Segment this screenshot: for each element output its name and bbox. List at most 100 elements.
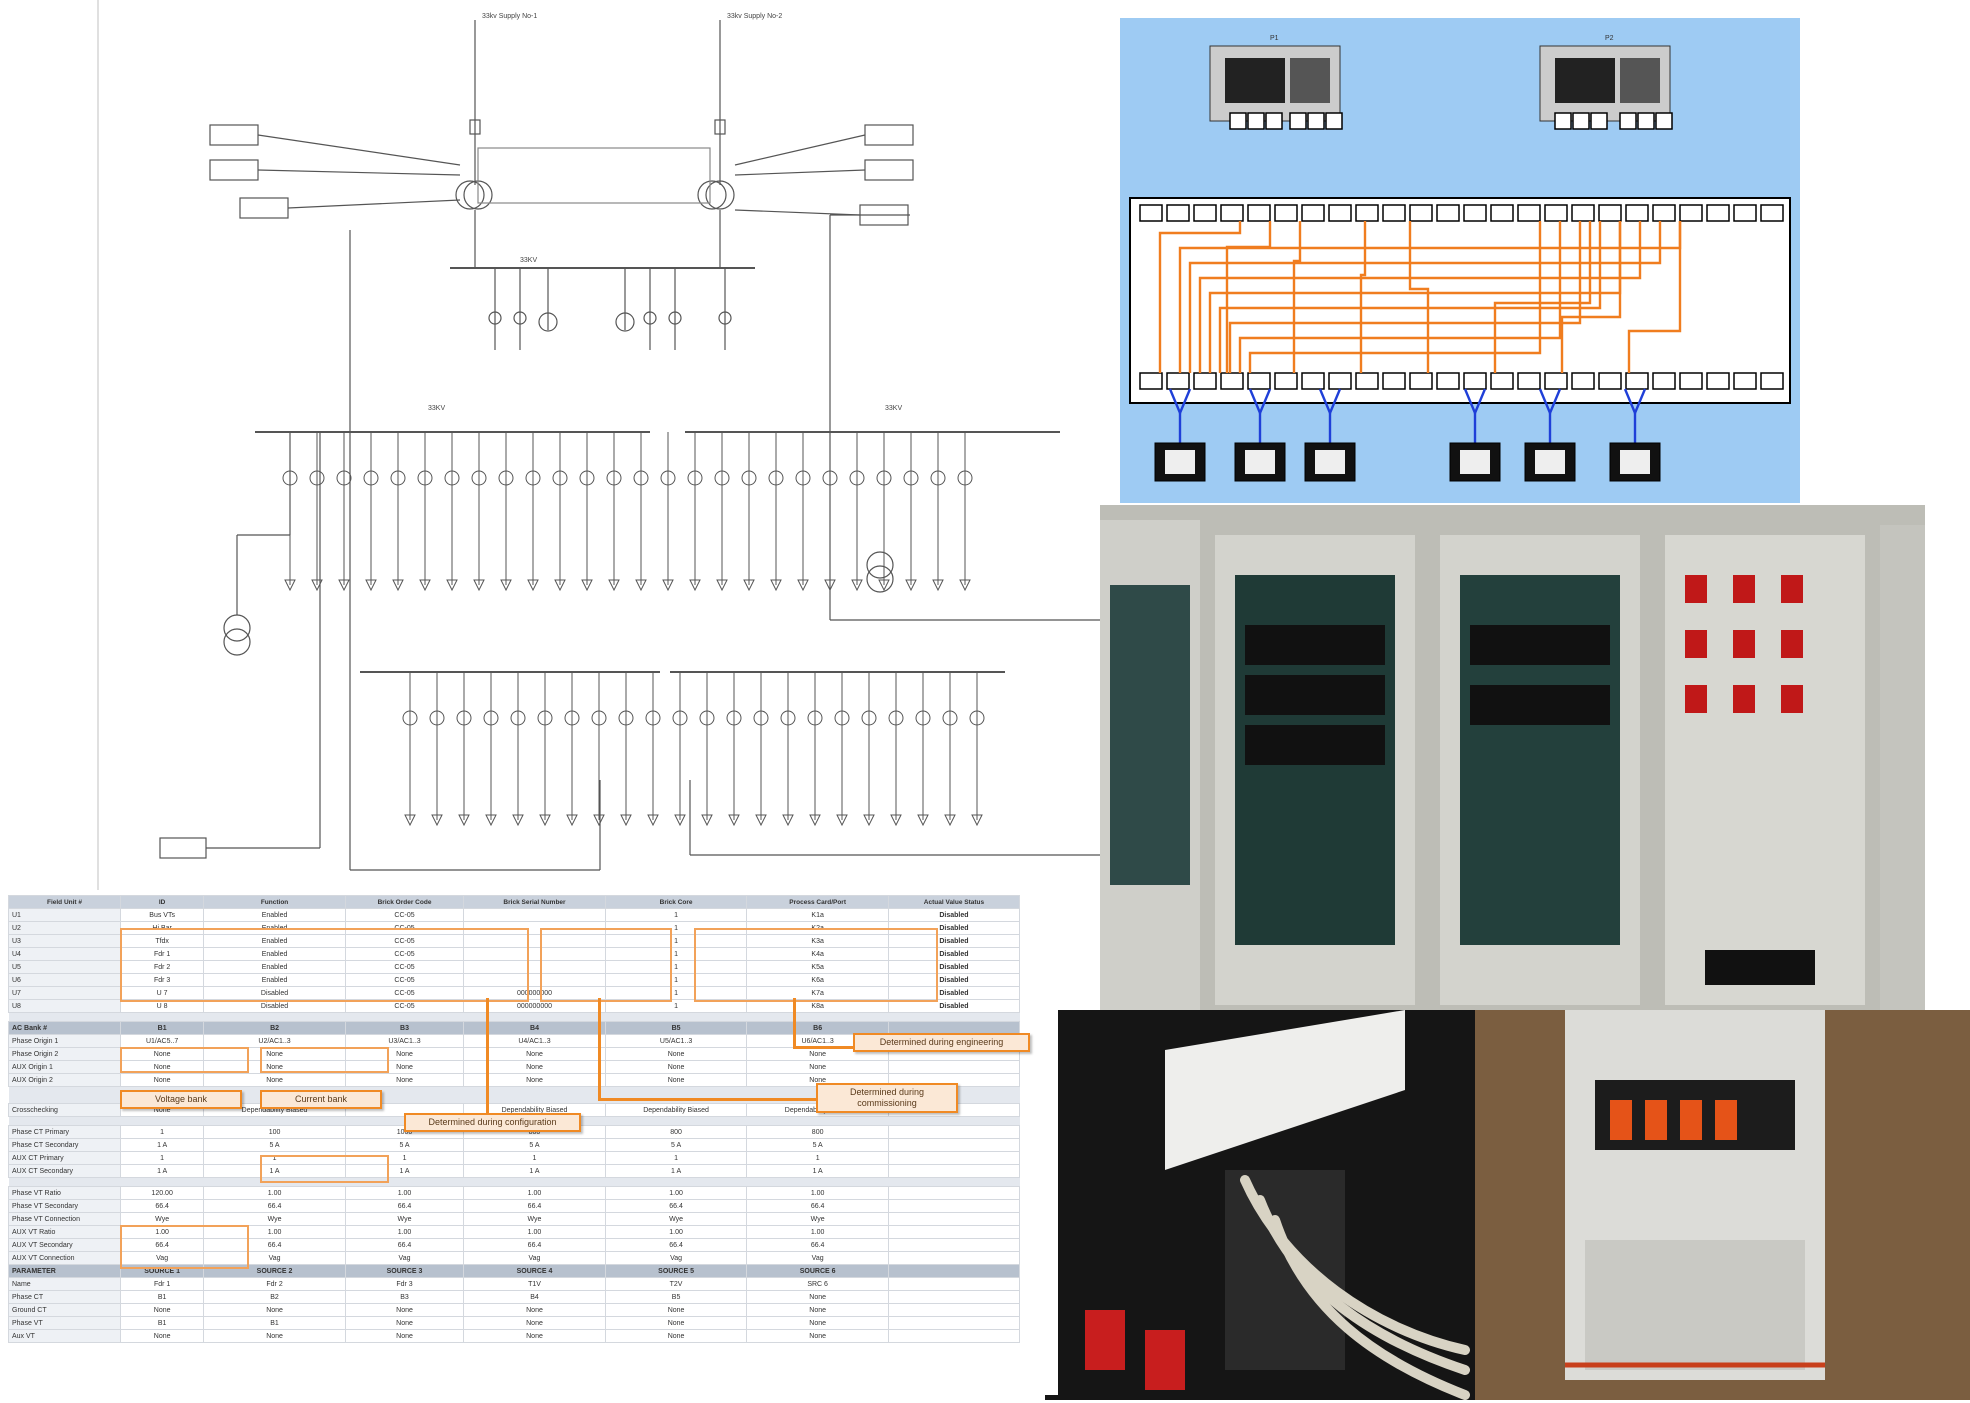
- incomer-2-label: 33kv Supply No-2: [727, 13, 782, 20]
- table-cell: [887, 1290, 1021, 1304]
- table-cell: U5/AC1..3: [604, 1034, 748, 1048]
- highlight-box-voltage: [120, 1047, 249, 1073]
- table-cell: Dependability Biased: [604, 1103, 748, 1117]
- table-cell: 1 A: [604, 1164, 748, 1178]
- table-cell: T1V: [463, 1277, 606, 1291]
- row-label: Phase CT: [8, 1290, 121, 1304]
- row-label: Crosschecking: [8, 1103, 121, 1117]
- table-cell: U4/AC1..3: [463, 1034, 606, 1048]
- port-icon: [1382, 372, 1406, 390]
- port-icon: [1463, 372, 1487, 390]
- table-cell: None: [746, 1290, 889, 1304]
- table-cell: Bus VTs: [119, 908, 205, 922]
- callout-engineering: Determined during engineering: [853, 1033, 1030, 1052]
- row-label: AUX VT Ratio: [8, 1225, 121, 1239]
- table-cell: 1.00: [746, 1225, 889, 1239]
- table-cell: T2V: [604, 1277, 748, 1291]
- table-cell: 66.4: [463, 1199, 606, 1213]
- table-cell: 1.00: [746, 1186, 889, 1200]
- port-icon: [1490, 204, 1514, 222]
- table-cell: U1/AC5..7: [119, 1034, 205, 1048]
- port-icon: [1517, 372, 1541, 390]
- table-cell: Vag: [463, 1251, 606, 1265]
- port-icon: [1166, 372, 1190, 390]
- row-label: AUX VT Connection: [8, 1251, 121, 1265]
- port-icon: [1166, 204, 1190, 222]
- table-cell: Fdr 2: [203, 1277, 346, 1291]
- table-cell: 66.4: [344, 1199, 465, 1213]
- port-icon: [1625, 372, 1649, 390]
- col-field-unit: Field Unit #: [8, 895, 121, 909]
- table-cell: [887, 1329, 1021, 1343]
- port-icon: [1436, 372, 1460, 390]
- row-label: U6: [8, 973, 121, 987]
- merging-unit-icon: [1449, 442, 1501, 482]
- table-cell: 5 A: [604, 1138, 748, 1152]
- row-label: Phase VT Connection: [8, 1212, 121, 1226]
- port-icon: [1436, 204, 1460, 222]
- ac-bank-header: AC Bank # B1 B2 B3 B4 B5 B6: [8, 1021, 1021, 1035]
- process-card-photo: [1045, 1010, 1475, 1400]
- table-cell: Wye: [203, 1212, 346, 1226]
- port-icon: [1220, 204, 1244, 222]
- table-cell: [887, 1303, 1021, 1317]
- table-cell: 1: [604, 908, 748, 922]
- row-label: Phase VT Secondary: [8, 1199, 121, 1213]
- table-cell: 1: [119, 1151, 205, 1165]
- table-cell: B4: [463, 1290, 606, 1304]
- relay-label-1: P1: [1270, 35, 1279, 42]
- table-cell: 1 A: [119, 1138, 205, 1152]
- port-icon: [1274, 204, 1298, 222]
- merging-unit-icon: [1154, 442, 1206, 482]
- table-cell: 1.00: [604, 1186, 748, 1200]
- table-cell: None: [604, 1303, 748, 1317]
- row-label: Phase Origin 1: [8, 1034, 121, 1048]
- table-cell: 66.4: [344, 1238, 465, 1252]
- row-label: Phase VT Ratio: [8, 1186, 121, 1200]
- port-icon: [1220, 372, 1244, 390]
- table-cell: U3/AC1..3: [344, 1034, 465, 1048]
- bus-label-main-right: 33KV: [885, 405, 902, 412]
- port-icon: [1328, 372, 1352, 390]
- table-cell: [887, 1138, 1021, 1152]
- table-cell: None: [604, 1316, 748, 1330]
- callout-current-bank: Current bank: [260, 1090, 382, 1109]
- table-cell: None: [746, 1060, 889, 1074]
- port-icon: [1274, 372, 1298, 390]
- table-cell: 66.4: [119, 1199, 205, 1213]
- table-cell: None: [203, 1303, 346, 1317]
- port-icon: [1679, 372, 1703, 390]
- table-cell: Wye: [746, 1212, 889, 1226]
- table-cell: None: [463, 1060, 606, 1074]
- row-label: Phase CT Primary: [8, 1125, 121, 1139]
- port-icon: [1598, 204, 1622, 222]
- port-icon: [1652, 372, 1676, 390]
- row-label: U3: [8, 934, 121, 948]
- table-cell: None: [746, 1329, 889, 1343]
- relay-icon: [1209, 45, 1671, 122]
- row-label: Aux VT: [8, 1329, 121, 1343]
- process-bus-wiring-diagram: P1 P2: [1120, 18, 1800, 503]
- table-cell: 800: [604, 1125, 748, 1139]
- port-icon: [1733, 372, 1757, 390]
- row-label: AUX CT Primary: [8, 1151, 121, 1165]
- row-label: AUX Origin 1: [8, 1060, 121, 1074]
- table-cell: CC-05: [344, 908, 465, 922]
- table-cell: [887, 1164, 1021, 1178]
- table-cell: 1: [604, 1151, 748, 1165]
- port-icon: [1760, 372, 1784, 390]
- port-icon: [1544, 204, 1568, 222]
- port-icon: [1382, 204, 1406, 222]
- table-cell: Vag: [604, 1251, 748, 1265]
